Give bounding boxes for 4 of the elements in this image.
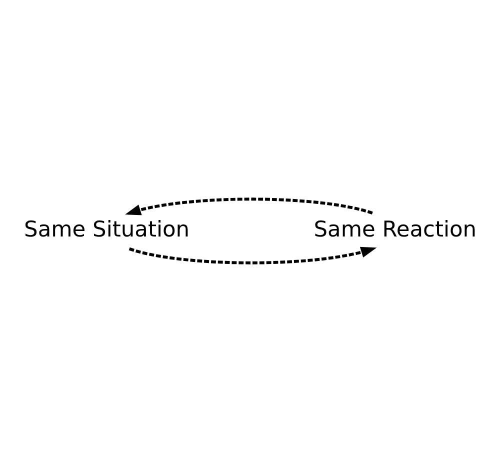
node-text: Same Reaction (314, 217, 477, 242)
node-text: Same Situation (24, 217, 190, 242)
arrow (128, 246, 377, 264)
arrow (125, 197, 373, 215)
